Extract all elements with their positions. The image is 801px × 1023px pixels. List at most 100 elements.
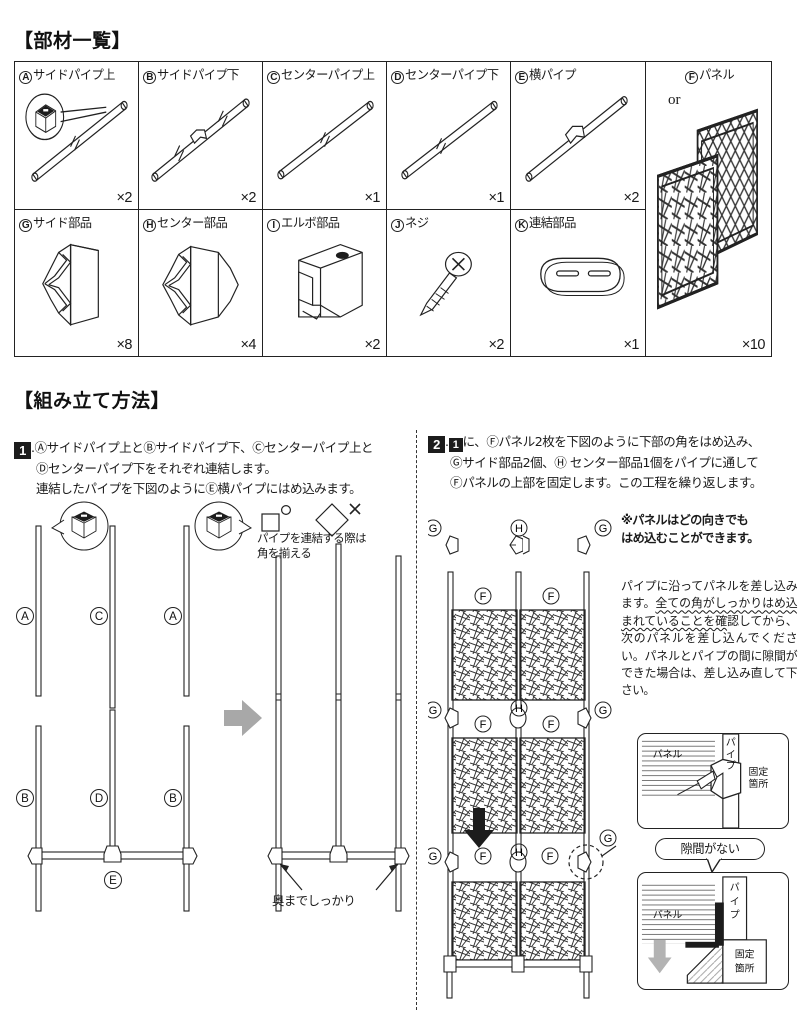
part-qty-B: ×2 <box>240 189 256 206</box>
panel-insertion-note: パイプに沿ってパネルを差し込みます。全ての角がしっかりはめ込まれていることを確認… <box>621 578 798 700</box>
svg-text:プ: プ <box>726 760 736 772</box>
svg-text:H: H <box>515 703 523 715</box>
svg-text:固定: 固定 <box>735 949 755 961</box>
part-badge-D: D <box>391 71 404 84</box>
part-qty-H: ×4 <box>240 337 256 353</box>
part-art-E <box>511 81 645 189</box>
part-qty-C: ×1 <box>364 189 380 206</box>
part-art-K <box>511 229 645 337</box>
part-badge-G: G <box>19 218 32 232</box>
step-1-badge: 1 <box>14 442 31 459</box>
svg-text:A: A <box>21 611 29 623</box>
panel-orientation-warning: ※パネルはどの向きでも はめ込むことができます。 <box>621 511 796 547</box>
part-qty-J: ×2 <box>488 337 504 353</box>
corner-align-note: パイプを連結する際は 角を揃える <box>257 531 367 561</box>
note-part-1: パイプに沿ってパネルを差し込みます。 <box>621 579 798 611</box>
svg-text:固定: 固定 <box>749 766 769 778</box>
part-badge-B: B <box>143 71 156 84</box>
part-art-G <box>15 229 138 337</box>
svg-text:パ: パ <box>726 737 736 749</box>
svg-text:F: F <box>480 719 487 731</box>
step-1-line-1: Ⓐサイドパイプ上とⒷサイドパイプ下、Ⓒセンターパイプ上と <box>34 440 374 455</box>
svg-text:B: B <box>21 793 29 805</box>
step-2-ref-badge: 1 <box>448 438 463 452</box>
svg-text:G: G <box>599 705 608 717</box>
assembly-method-title: 【組み立て方法】 <box>14 390 171 412</box>
svg-text:パ: パ <box>730 882 740 894</box>
part-or-label: or <box>668 92 681 108</box>
part-badge-F: F <box>684 71 698 84</box>
svg-text:H: H <box>515 523 523 535</box>
part-badge-C: C <box>267 71 280 84</box>
part-badge-I: I <box>267 218 280 232</box>
svg-text:G: G <box>604 833 613 845</box>
part-qty-K: ×1 <box>623 337 639 353</box>
svg-text:G: G <box>429 851 438 863</box>
part-qty-E: ×2 <box>623 189 639 206</box>
part-art-I <box>263 229 386 337</box>
step-2-line-3: Ⓕパネルの上部を固定します。この工程を繰り返します。 <box>450 475 762 490</box>
part-art-J <box>387 229 510 337</box>
svg-text:E: E <box>109 875 117 887</box>
insert-fully-note: 奥までしっかり <box>272 893 356 908</box>
svg-text:イ: イ <box>730 896 740 907</box>
part-art-H <box>139 229 262 337</box>
step-2-badge: 2 <box>428 436 445 453</box>
part-qty-D: ×1 <box>488 189 504 206</box>
part-badge-J: J <box>391 218 404 232</box>
svg-text:イ: イ <box>726 750 736 761</box>
svg-text:G: G <box>599 523 608 535</box>
part-badge-H: H <box>143 218 156 232</box>
svg-text:F: F <box>547 851 554 863</box>
no-gap-badge-tail <box>706 858 722 872</box>
svg-text:F: F <box>548 719 555 731</box>
svg-text:A: A <box>169 611 177 623</box>
parts-list-title: 【部材一覧】 <box>14 30 132 52</box>
svg-text:箇所: 箇所 <box>749 777 769 790</box>
part-badge-A: A <box>19 71 32 84</box>
svg-text:G: G <box>429 705 438 717</box>
part-badge-K: K <box>515 218 528 232</box>
step-2-line-2: Ⓖサイド部品2個、Ⓗ センター部品1個をパイプに通して <box>450 455 759 470</box>
svg-text:B: B <box>169 793 177 805</box>
step-1-line-2: Ⓓセンターパイプ下をそれぞれ連結します。 <box>36 461 277 476</box>
note-part-2: 認してから、次のパネルを差し込んでください。パネルとパイプの間に隙間ができた場合… <box>621 613 798 698</box>
no-gap-badge: 隙間がない <box>655 838 765 860</box>
warning-line-2: はめ込むことができます。 <box>621 531 759 545</box>
svg-text:C: C <box>95 611 103 623</box>
part-art-D <box>387 81 510 189</box>
part-art-F <box>646 86 771 328</box>
part-badge-E: E <box>515 71 528 84</box>
part-art-A <box>15 81 138 189</box>
step-1-line-3: 連結したパイプを下図のようにⒺ横パイプにはめ込みます。 <box>36 481 362 496</box>
svg-text:箇所: 箇所 <box>735 961 755 974</box>
svg-text:H: H <box>515 847 523 859</box>
detail-callout-correct: パネル パ イ プ 固定 箇所 <box>637 733 789 829</box>
svg-text:プ: プ <box>730 909 740 921</box>
warning-line-1: ※パネルはどの向きでも <box>621 513 749 527</box>
step-2-line-1: に、Ⓕパネル2枚を下図のように下部の角をはめ込み、 <box>462 434 761 449</box>
corner-note-line-1: パイプを連結する際は <box>257 531 367 545</box>
